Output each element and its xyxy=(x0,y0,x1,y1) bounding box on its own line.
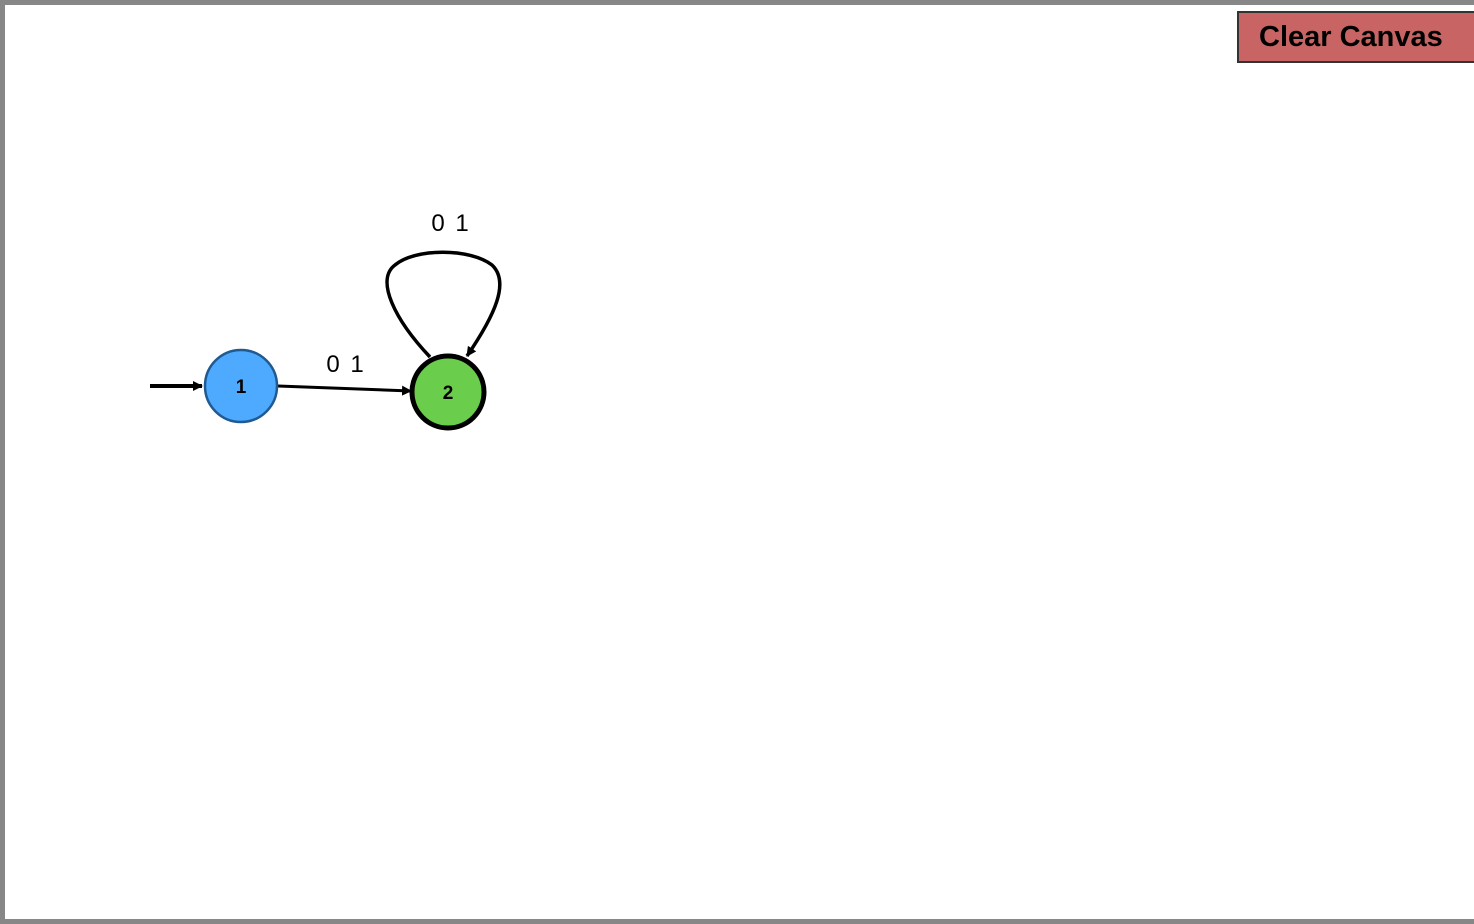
state-circle xyxy=(203,348,279,424)
transition-label: 0 1 xyxy=(431,210,470,237)
clear-canvas-button[interactable]: Clear Canvas xyxy=(1237,11,1474,63)
state-label: 1 xyxy=(236,377,247,398)
transition-2-self-loop[interactable]: 0 1 xyxy=(385,210,502,359)
state-2[interactable]: 2 xyxy=(409,353,487,431)
state-label: 2 xyxy=(443,383,454,404)
self-loop-path xyxy=(385,250,502,359)
transition-label: 0 1 xyxy=(326,351,365,378)
state-circle xyxy=(409,353,487,431)
transition-line xyxy=(277,384,412,396)
transition-1-to-2[interactable]: 0 1 xyxy=(277,351,412,396)
state-1[interactable]: 1 xyxy=(203,348,279,424)
